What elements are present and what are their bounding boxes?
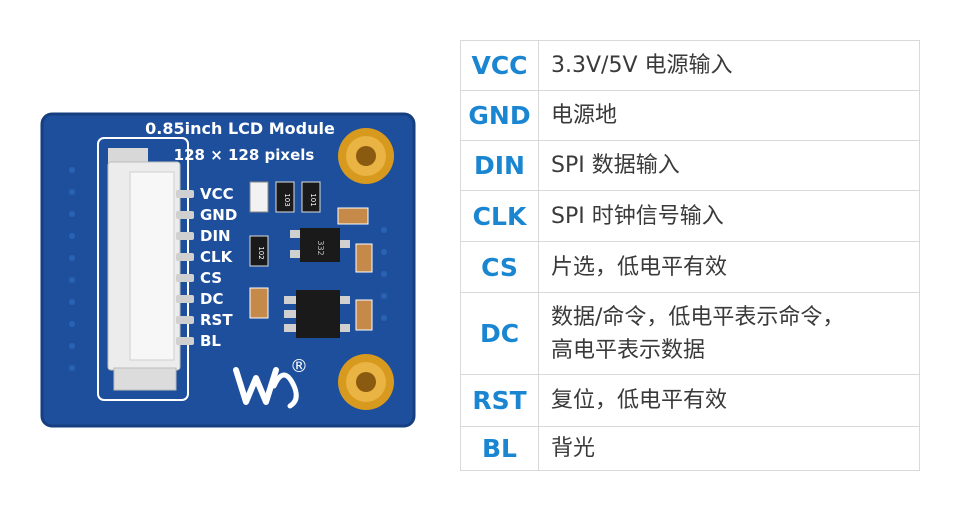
pin-description-line: 数据/命令，低电平表示命令， [551, 304, 845, 330]
pin-description: 片选，低电平有效 [538, 241, 920, 293]
pin-description: 复位，低电平有效 [538, 374, 920, 427]
table-row: DC 数据/命令，低电平表示命令， 高电平表示数据 [460, 292, 920, 375]
pin-name: DC [460, 292, 539, 375]
pin-silk-labels: VCC GND DIN CLK CS DC RST BL [200, 185, 237, 350]
pin-description: 电源地 [538, 90, 920, 141]
logic-chip [284, 290, 350, 338]
table-row: RST 复位，低电平有效 [460, 374, 920, 427]
resistor-group: 103 101 102 [249, 181, 373, 331]
pin-description-line: 高电平表示数据 [551, 337, 706, 363]
pin-name: DIN [460, 140, 539, 191]
mounting-hole-bottom [338, 354, 394, 410]
pcb-board: 0.85inch LCD Module 128 × 128 pixels VCC… [40, 112, 416, 428]
silk-pin-din: DIN [200, 227, 231, 245]
pin-description: 背光 [538, 426, 920, 471]
pin-name: BL [460, 426, 539, 471]
pin-description: SPI 数据输入 [538, 140, 920, 191]
pin-description: 3.3V/5V 电源输入 [538, 40, 920, 91]
table-row: CLK SPI 时钟信号输入 [460, 190, 920, 242]
pin-name: GND [460, 90, 539, 141]
silk-pin-dc: DC [200, 290, 223, 308]
pin-description-table: VCC 3.3V/5V 电源输入 GND 电源地 DIN SPI 数据输入 CL… [460, 40, 920, 471]
regulator-chip: 332 [290, 228, 350, 262]
registered-mark: ® [290, 356, 308, 377]
table-row: VCC 3.3V/5V 电源输入 [460, 40, 920, 91]
table-row: GND 电源地 [460, 90, 920, 141]
table-row: CS 片选，低电平有效 [460, 241, 920, 293]
silk-pin-vcc: VCC [200, 185, 234, 203]
silk-pin-clk: CLK [200, 248, 234, 266]
mounting-hole-top [338, 128, 394, 184]
resistor-code: 103 [283, 193, 291, 206]
resistor-code: 102 [257, 246, 265, 259]
via-holes [69, 167, 387, 371]
table-row: DIN SPI 数据输入 [460, 140, 920, 191]
lcd-module-photo: 0.85inch LCD Module 128 × 128 pixels VCC… [38, 110, 418, 430]
pin-pads [176, 190, 194, 345]
pin-description: SPI 时钟信号输入 [538, 190, 920, 242]
pin-name: RST [460, 374, 539, 427]
resistor-code: 332 [316, 240, 325, 255]
board-title: 0.85inch LCD Module [145, 119, 335, 138]
pin-name: CLK [460, 190, 539, 242]
silk-pin-bl: BL [200, 332, 221, 350]
silk-pin-rst: RST [200, 311, 233, 329]
silk-pin-gnd: GND [200, 206, 237, 224]
fpc-connector [107, 148, 181, 391]
board-resolution: 128 × 128 pixels [174, 146, 315, 164]
table-row: BL 背光 [460, 426, 920, 471]
pin-name: VCC [460, 40, 539, 91]
pin-description: 数据/命令，低电平表示命令， 高电平表示数据 [538, 292, 920, 375]
resistor-code: 101 [309, 193, 317, 206]
pin-name: CS [460, 241, 539, 293]
silk-pin-cs: CS [200, 269, 222, 287]
waveshare-logo: ® [233, 356, 308, 409]
